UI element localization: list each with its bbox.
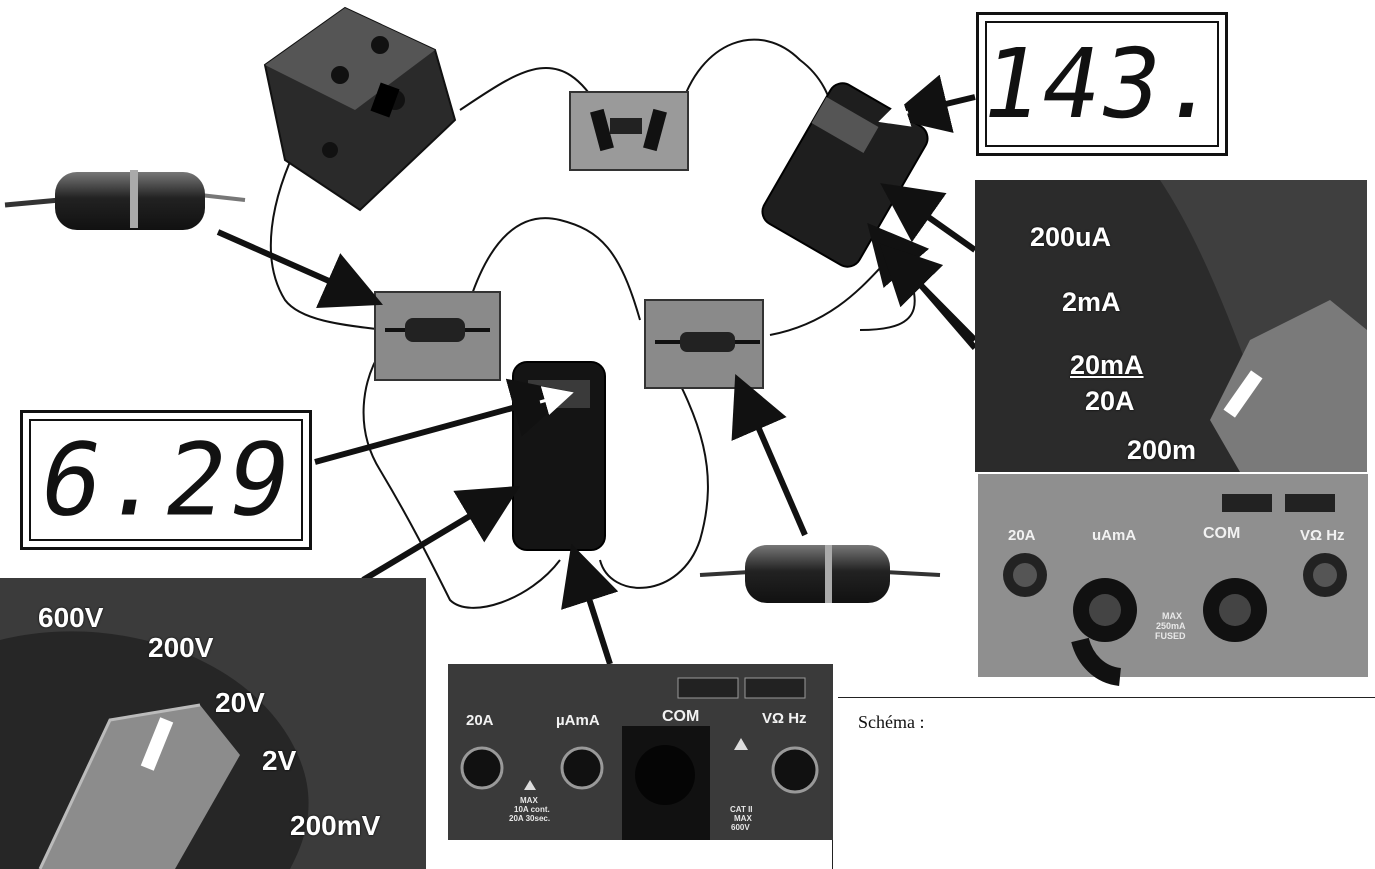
top-board	[569, 91, 689, 171]
voltmeter-range-2v: 2V	[262, 745, 297, 776]
ammeter-fuse-note-3: FUSED	[1155, 631, 1186, 641]
ammeter-device	[761, 82, 929, 268]
pointer-arrows	[216, 74, 978, 665]
voltmeter-range-600v: 600V	[38, 602, 104, 633]
voltmeter-cat-note-2: MAX	[734, 814, 752, 823]
ammeter-terminal-vohz: VΩ Hz	[1300, 527, 1345, 544]
voltmeter-terminal-uama: µAmA	[556, 712, 600, 729]
ammeter-display-frame	[985, 21, 1219, 147]
voltmeter-range-photo	[0, 578, 426, 869]
voltmeter-range-20v-selected: 20V	[215, 687, 265, 718]
voltmeter-reading: 6.29	[31, 421, 301, 539]
pointer-arrow-tips-white	[539, 98, 912, 416]
voltmeter-terminal-photo	[448, 664, 833, 840]
schema-label: Schéma :	[858, 712, 925, 732]
voltmeter-cat-note-1: CAT II	[730, 805, 753, 814]
ammeter-fuse-note-1: MAX	[1162, 611, 1182, 621]
loose-resistor-bottom	[699, 545, 941, 603]
voltmeter-range-200v: 200V	[148, 632, 214, 663]
voltmeter-max-note-3: 20A 30sec.	[509, 814, 551, 823]
voltmeter-terminal-vohz: VΩ Hz	[762, 710, 807, 727]
schema-top-border	[838, 697, 1375, 698]
voltmeter-cat-note-3: 600V	[731, 823, 750, 832]
voltmeter-max-note-2: 10A cont.	[514, 805, 550, 814]
schema-left-border	[832, 840, 833, 869]
voltmeter-max-note-1: MAX	[520, 796, 538, 805]
voltmeter-terminal-com: COM	[662, 708, 700, 725]
left-resistor-board	[374, 291, 501, 381]
ammeter-range-photo	[975, 180, 1367, 472]
ammeter-range-200ua: 200uA	[1030, 222, 1112, 252]
ammeter-reading: 143.	[972, 28, 1232, 140]
ammeter-terminal-photo	[978, 474, 1368, 686]
voltmeter-terminal-20a: 20A	[466, 712, 494, 729]
loose-resistor-top	[4, 170, 246, 230]
ammeter-range-20a: 20A	[1085, 386, 1135, 416]
ammeter-terminal-20a: 20A	[1008, 527, 1036, 544]
voltmeter-display: 6.29	[20, 410, 312, 550]
ammeter-display: 143.	[973, 12, 1231, 156]
ammeter-range-2ma: 2mA	[1062, 287, 1121, 317]
ammeter-terminal-uama: uAmA	[1092, 527, 1137, 544]
ammeter-range-20ma-selected: 20mA	[1070, 350, 1144, 380]
right-resistor-board	[644, 299, 764, 389]
voltmeter-display-frame	[29, 419, 303, 541]
power-supply	[263, 6, 457, 212]
voltmeter-range-200mv: 200mV	[290, 810, 381, 841]
ammeter-fuse-note-2: 250mA	[1156, 621, 1186, 631]
ammeter-range-200m: 200m	[1127, 435, 1197, 465]
ammeter-terminal-com: COM	[1203, 525, 1241, 542]
voltmeter-device	[512, 361, 606, 551]
